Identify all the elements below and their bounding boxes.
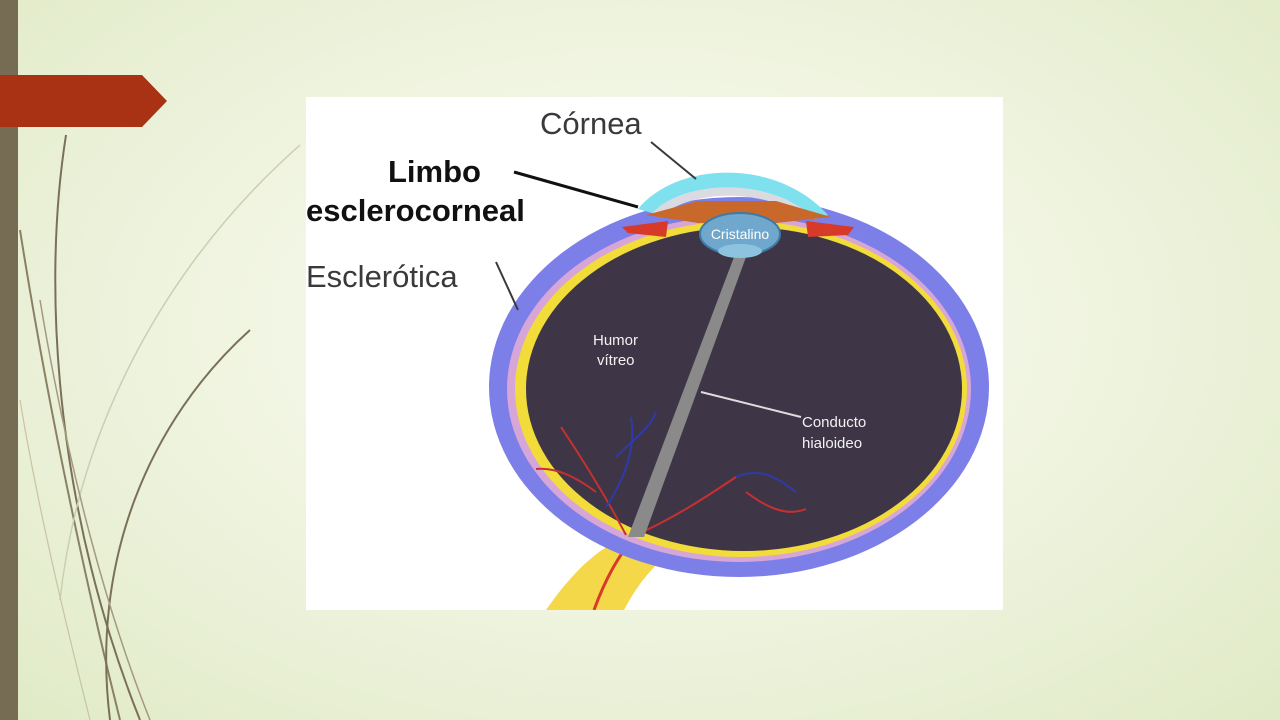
cornea bbox=[638, 172, 828, 219]
vitreous-body bbox=[526, 227, 962, 551]
leader-lines bbox=[495, 141, 802, 418]
hyaloid-canal bbox=[628, 257, 746, 537]
label-conducto-line1: Conducto bbox=[802, 414, 866, 431]
label-cornea: Córnea bbox=[540, 106, 642, 141]
label-limbo-line1: Limbo bbox=[388, 154, 481, 189]
label-humor-line1: Humor bbox=[593, 332, 638, 349]
label-cristalino: Cristalino bbox=[711, 226, 770, 242]
eye-diagram: Córnea Limbo esclerocorneal Esclerótica … bbox=[306, 97, 1003, 610]
iris bbox=[646, 201, 831, 223]
decorative-grass-lines bbox=[19, 134, 301, 720]
ciliary-body bbox=[622, 221, 854, 237]
label-conducto-line2: hialoideo bbox=[802, 435, 862, 452]
limbo-leader bbox=[513, 170, 639, 209]
label-limbo-line2: esclerocorneal bbox=[306, 193, 525, 228]
retinal-vessels bbox=[535, 411, 807, 536]
accent-arrow-tab bbox=[0, 75, 167, 127]
label-humor-line2: vítreo bbox=[597, 352, 635, 369]
left-accent-bar bbox=[0, 0, 18, 720]
label-esclerotica: Esclerótica bbox=[306, 259, 458, 294]
